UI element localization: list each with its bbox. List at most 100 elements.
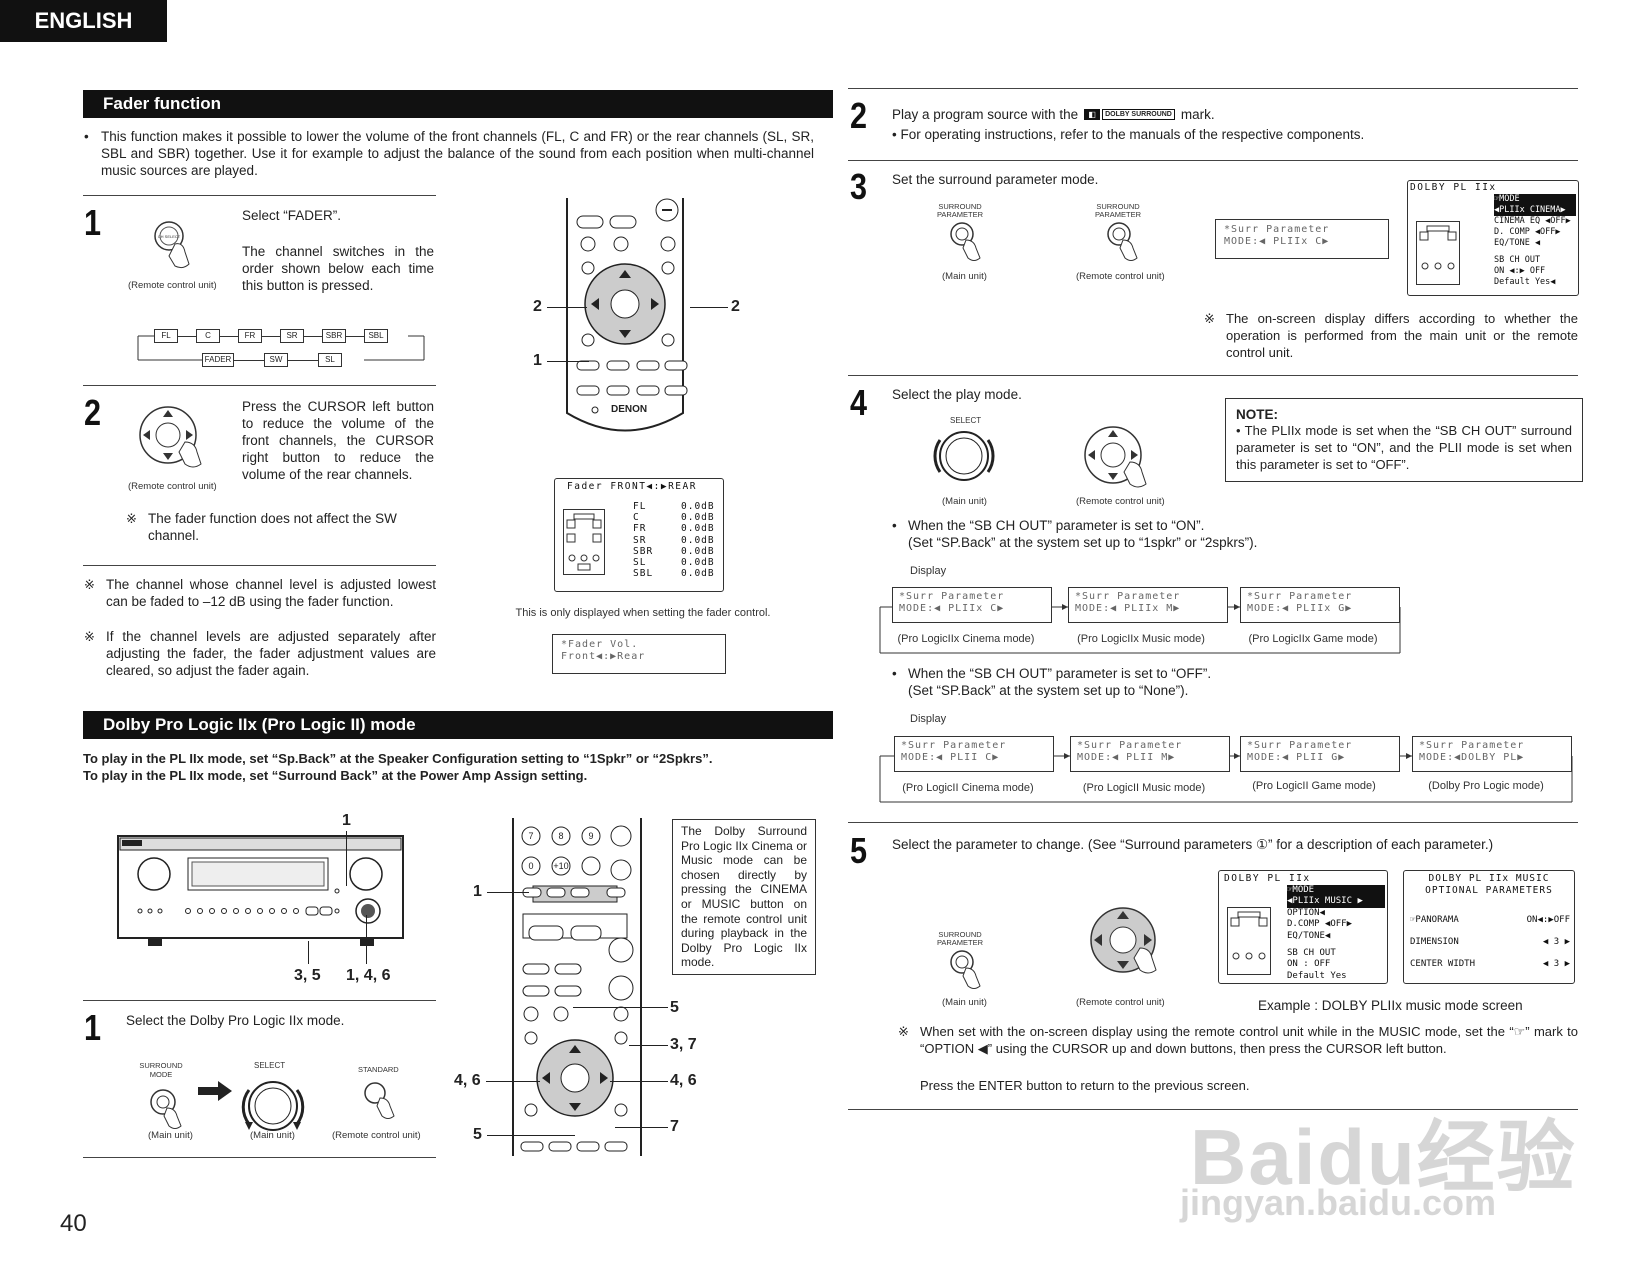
button-label: SURROUND PARAMETER: [936, 930, 984, 947]
button-label: SELECT: [950, 416, 982, 425]
callout: 1: [533, 352, 542, 369]
divider: [848, 88, 1578, 89]
speaker-layout-icon: [1416, 221, 1460, 285]
osd-row: CINEMA EQ ◀OFF▶: [1494, 216, 1571, 226]
osd-value: 0.0dB: [681, 568, 715, 580]
caption: (Remote control unit): [128, 280, 217, 291]
caption: (Main unit): [250, 1130, 295, 1141]
mode-caption: (Pro LogicII Music mode): [1082, 782, 1206, 794]
osd-subtitle: OPTIONAL PARAMETERS: [1425, 885, 1553, 896]
fader-intro: •This function makes it possible to lowe…: [84, 129, 814, 178]
optional-parameters-osd-screen: DOLBY PL IIx MUSIC OPTIONAL PARAMETERS ☞…: [1403, 870, 1575, 984]
callout: 7: [670, 1118, 679, 1135]
plii-instruction-2: To play in the PL IIx mode, set “Surroun…: [83, 768, 588, 783]
divider: [83, 385, 436, 386]
caption: (Main unit): [148, 1130, 193, 1141]
caption: (Remote control unit): [332, 1130, 421, 1141]
mode-caption: (Dolby Pro Logic mode): [1428, 780, 1544, 792]
caption: (Main unit): [942, 271, 987, 282]
lcd-line: *Surr Parameter: [1247, 591, 1353, 602]
leader-line: [573, 1007, 668, 1008]
leader-line: [346, 831, 347, 886]
off-line-b: (Set “SP.Back” at the system set up to “…: [908, 683, 1189, 698]
osd-value: ON◀:▶OFF: [1526, 915, 1570, 925]
on-line-a: •When the “SB CH OUT” parameter is set t…: [892, 518, 1205, 533]
svg-text:+10: +10: [553, 861, 568, 871]
svg-text:9: 9: [588, 831, 593, 841]
divider: [83, 565, 436, 566]
button-label: SURROUND MODE: [139, 1061, 183, 1079]
osd-row: ON ◀:▶ OFF: [1494, 266, 1546, 276]
mode-caption: (Pro LogicII Cinema mode): [902, 782, 1034, 794]
osd-row: Default Yes: [1287, 970, 1347, 981]
lcd-line: MODE:◀ PLIIx C▶: [1224, 236, 1330, 247]
caption: (Main unit): [942, 997, 987, 1008]
osd-row: ☞MODE: [1494, 194, 1576, 205]
caption: (Remote control unit): [1076, 496, 1165, 507]
callout: 1: [342, 812, 351, 829]
osd-value: 0.0dB: [681, 557, 715, 569]
leader-line: [366, 915, 367, 964]
leader-line: [487, 1135, 575, 1136]
osd-value: 0.0dB: [681, 534, 715, 546]
standard-button-icon: [360, 1078, 410, 1133]
chain-item: FR: [238, 329, 262, 343]
osd-row: OPTION◀: [1287, 907, 1325, 918]
step-number: 1: [84, 1007, 102, 1048]
leader-line: [547, 307, 587, 308]
callout: 5: [473, 1126, 482, 1143]
lcd-line: MODE:◀DOLBY PL▶: [1419, 752, 1525, 763]
lcd-line: *Surr Parameter: [899, 591, 1005, 602]
example-caption: Example : DOLBY PLIIx music mode screen: [1258, 998, 1523, 1013]
osd-key: DIMENSION: [1410, 937, 1459, 947]
osd-channel: FL: [633, 501, 647, 512]
osd-row: SB CH OUT: [1494, 255, 1541, 265]
lcd-line: Front◀:▶Rear: [561, 651, 646, 662]
enter-button-icon: CH SELECT: [145, 214, 205, 279]
step-number: 5: [850, 830, 868, 871]
mode-caption: (Pro LogicII Game mode): [1252, 780, 1376, 792]
osd-channel: SR: [633, 534, 647, 546]
note-a: ※The channel whose channel level is adju…: [84, 577, 436, 609]
caption: (Remote control unit): [1076, 997, 1165, 1008]
chain-item: SL: [318, 353, 342, 367]
step2-sub: • For operating instructions, refer to t…: [892, 127, 1365, 142]
leader-line: [487, 892, 529, 893]
step-number: 2: [850, 95, 868, 136]
plii-music-osd-screen: DOLBY PL IIx ☞MODE ◀PLIIx MUSIC ▶ OPTION…: [1218, 870, 1388, 984]
divider: [83, 1157, 436, 1158]
lcd-line: MODE:◀ PLII C▶: [901, 752, 1000, 763]
cursor-pad-icon: [1088, 902, 1168, 997]
cursor-pad-icon: [1078, 422, 1158, 499]
lcd-line: *Surr Parameter: [1075, 591, 1181, 602]
step-number: 4: [850, 382, 868, 423]
osd-row: D.COMP ◀OFF▶: [1287, 919, 1353, 930]
step5-note-2: Press the ENTER button to return to the …: [920, 1078, 1250, 1093]
surround-parameter-button-icon: [948, 220, 998, 275]
cursor-pad-icon: [133, 400, 223, 485]
mode-caption: (Pro LogicIIx Music mode): [1077, 633, 1205, 645]
osd-row: ON : OFF: [1287, 959, 1331, 970]
osd-title: DOLBY PL IIx: [1224, 873, 1311, 884]
osd-menu: ☞MODE ◀PLIIx MUSIC ▶ OPTION◀ D.COMP ◀OFF…: [1287, 885, 1385, 982]
remote-brand: DENON: [611, 404, 648, 415]
callout: 4, 6: [670, 1072, 697, 1089]
display-label: Display: [910, 565, 947, 577]
caption: (Main unit): [942, 496, 987, 507]
step3-note: ※The on-screen display differs according…: [1204, 311, 1578, 360]
surround-parameter-button-icon: [948, 948, 998, 1003]
channel-order-diagram: FL C FR SR SBR SBL FADER SW SL: [137, 320, 425, 367]
osd-key: CENTER WIDTH: [1410, 959, 1476, 969]
plii-sidebox: The Dolby Surround Pro Logic IIx Cinema …: [672, 819, 816, 975]
button-label: STANDARD: [358, 1065, 399, 1074]
step5-text: Select the parameter to change. (See “Su…: [892, 837, 1494, 852]
select-knob-icon: [932, 424, 996, 493]
osd-value: 0.0dB: [681, 501, 715, 512]
osd-row: ☞MODE: [1287, 885, 1385, 897]
